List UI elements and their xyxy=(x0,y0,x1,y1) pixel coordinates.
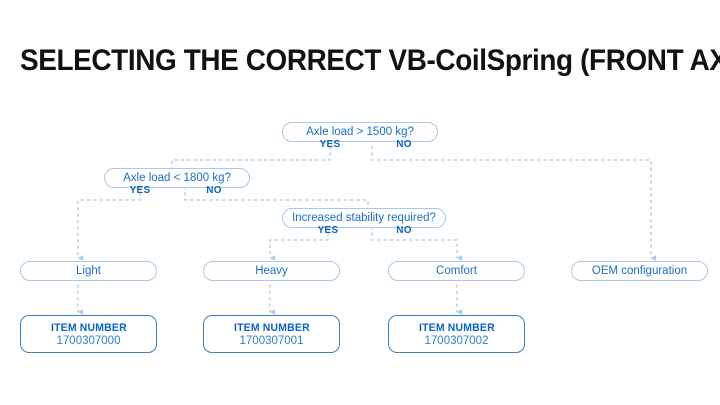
decision-increased-stability-no-label[interactable]: NO xyxy=(396,224,412,236)
edge-d3-no xyxy=(371,226,463,261)
result-label: Light xyxy=(76,265,101,277)
decision-label: Axle load < 1800 kg? xyxy=(123,172,231,184)
result-comfort[interactable]: Comfort xyxy=(388,261,525,281)
item-number-card-light[interactable]: ITEM NUMBER 1700307000 xyxy=(20,315,157,353)
item-number-title: ITEM NUMBER xyxy=(418,321,495,334)
decision-axle-load-1500[interactable]: Axle load > 1500 kg? xyxy=(282,122,438,142)
edge-d1-no xyxy=(371,146,657,261)
item-number-value: 1700307000 xyxy=(56,334,121,347)
decision-axle-load-1500-no-label[interactable]: NO xyxy=(396,138,412,150)
edge-d3-yes xyxy=(269,226,329,261)
result-label: Comfort xyxy=(436,265,477,277)
item-number-title: ITEM NUMBER xyxy=(50,321,127,334)
decision-axle-load-1500-yes-label[interactable]: YES xyxy=(319,138,341,150)
result-oem-configuration[interactable]: OEM configuration xyxy=(571,261,708,281)
decision-label: Increased stability required? xyxy=(292,212,436,224)
edge-d2-no xyxy=(184,186,369,208)
decision-increased-stability[interactable]: Increased stability required? xyxy=(282,208,446,228)
result-label: OEM configuration xyxy=(591,265,688,277)
decision-increased-stability-yes-label[interactable]: YES xyxy=(317,224,339,236)
result-light[interactable]: Light xyxy=(20,261,157,281)
item-number-card-heavy[interactable]: ITEM NUMBER 1700307001 xyxy=(203,315,340,353)
edge-d2-yes xyxy=(77,186,141,261)
item-number-value: 1700307002 xyxy=(424,334,489,347)
page-title: SELECTING THE CORRECT VB-CoilSpring (FRO… xyxy=(20,44,720,77)
result-heavy[interactable]: Heavy xyxy=(203,261,340,281)
decision-axle-load-1800[interactable]: Axle load < 1800 kg? xyxy=(104,168,250,188)
decision-axle-load-1800-no-label[interactable]: NO xyxy=(206,184,222,196)
decision-axle-load-1800-yes-label[interactable]: YES xyxy=(129,184,151,196)
result-label: Heavy xyxy=(255,265,288,277)
edge-d1-yes xyxy=(171,146,331,168)
decision-label: Axle load > 1500 kg? xyxy=(306,126,414,138)
item-number-card-comfort[interactable]: ITEM NUMBER 1700307002 xyxy=(388,315,525,353)
item-number-value: 1700307001 xyxy=(239,334,304,347)
item-number-title: ITEM NUMBER xyxy=(233,321,310,334)
